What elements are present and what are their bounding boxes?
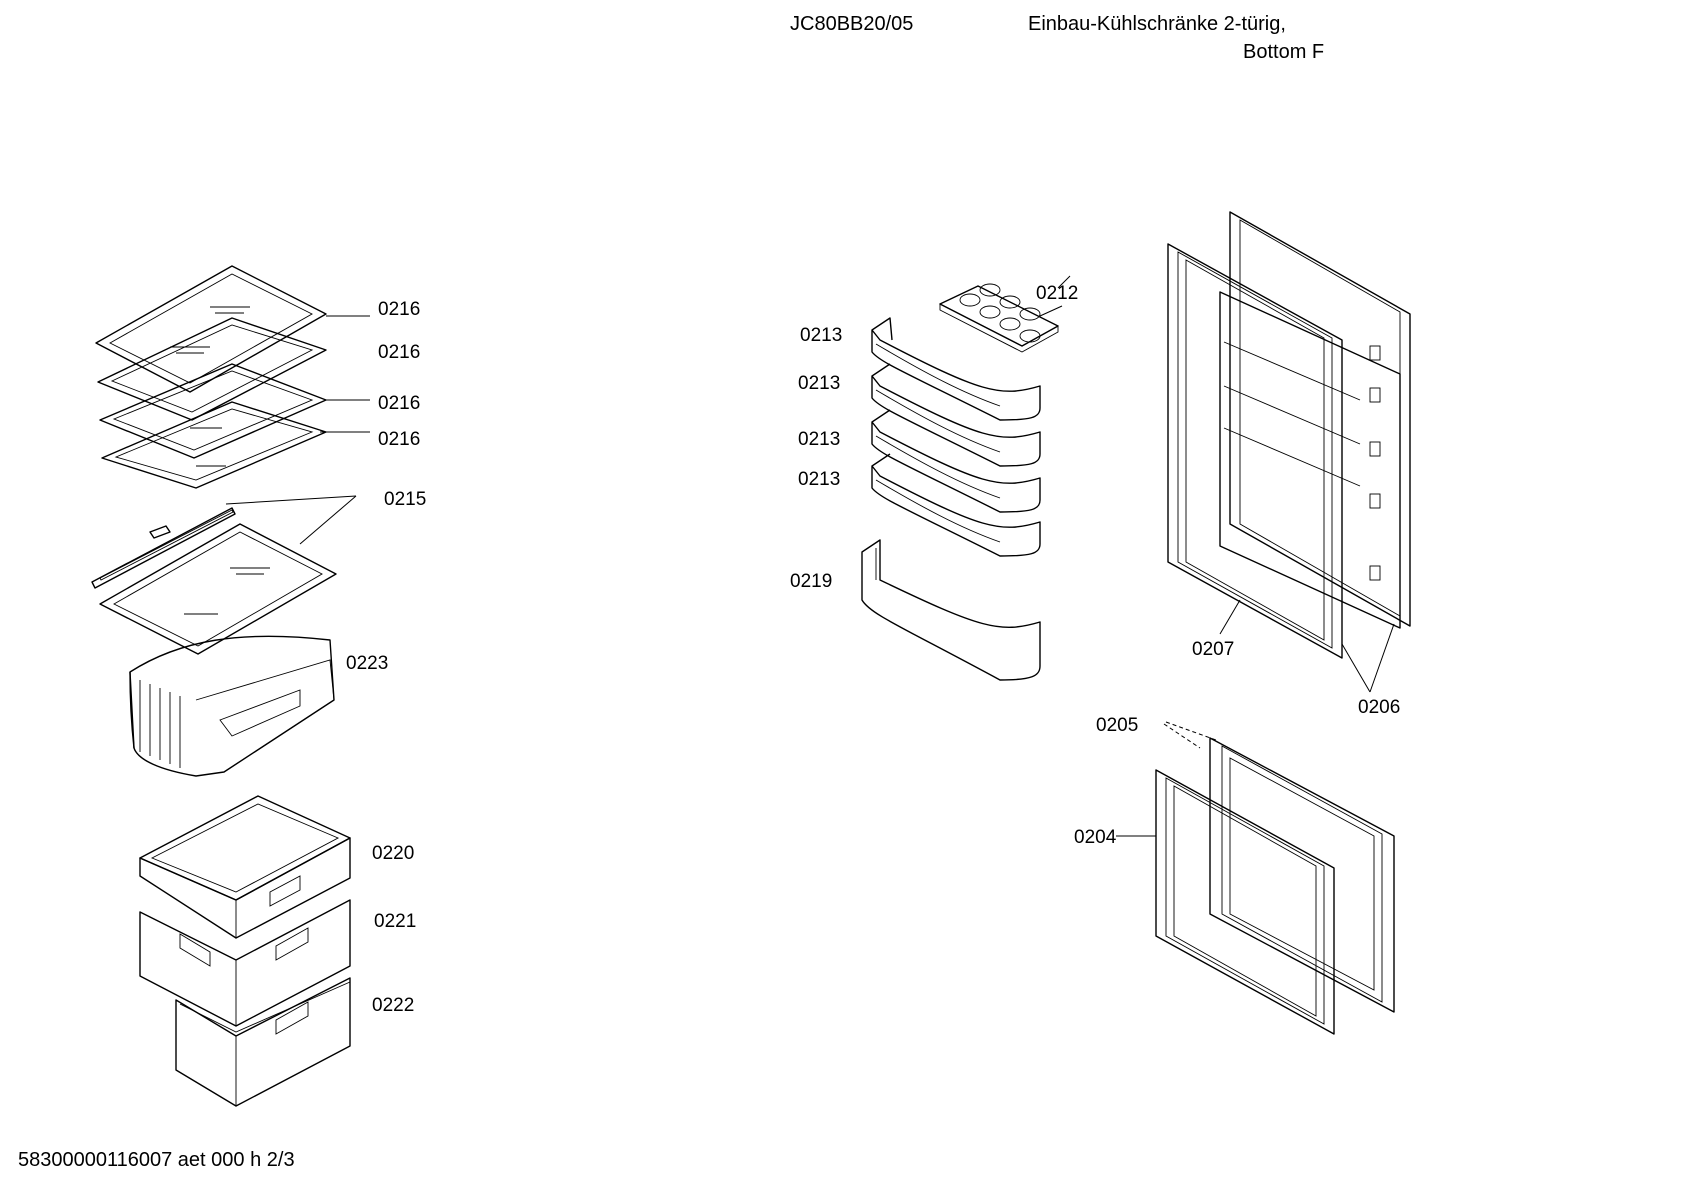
callout-door-shelf-3: 0213 xyxy=(798,429,841,450)
callout-shelf-2: 0216 xyxy=(378,342,421,363)
lower-door-gasket xyxy=(1155,769,1335,1035)
callout-door-shelf-1: 0213 xyxy=(800,325,843,346)
door-shelf-3 xyxy=(871,409,1041,513)
egg-tray-cups xyxy=(959,283,1041,343)
crisper-cover xyxy=(129,635,335,777)
model-number: JC80BB20/05 xyxy=(790,13,914,35)
callout-door-shelf-2: 0213 xyxy=(798,373,841,394)
callout-upper-door: 0206 xyxy=(1358,697,1401,718)
callout-lower-door-gasket: 0204 xyxy=(1074,827,1117,848)
door-shelf-2 xyxy=(871,363,1041,467)
shelf-strip-assembly xyxy=(91,507,337,655)
upper-door-gasket xyxy=(1167,243,1343,659)
callout-drawer-middle: 0221 xyxy=(374,911,417,932)
callout-bottle-shelf: 0219 xyxy=(790,571,833,592)
callout-drawer-bottom: 0222 xyxy=(372,995,415,1016)
egg-tray xyxy=(939,283,1059,353)
callout-shelf-1: 0216 xyxy=(378,299,421,320)
drawer-bottom xyxy=(175,977,351,1107)
lower-door xyxy=(1209,737,1395,1013)
glass-shelf-1 xyxy=(95,265,327,393)
callout-upper-door-gasket: 0207 xyxy=(1192,639,1235,660)
appliance-description-line-1: Einbau-Kühlschränke 2-türig, xyxy=(1028,13,1286,35)
callout-shelf-3: 0216 xyxy=(378,393,421,414)
callout-door-shelf-4: 0213 xyxy=(798,469,841,490)
drawer-middle xyxy=(139,899,351,1027)
leader-lines xyxy=(225,275,1395,837)
appliance-description-line-2: Bottom F xyxy=(1243,41,1325,63)
door-shelf-4 xyxy=(871,453,1041,557)
upper-door-inner-panel xyxy=(1219,291,1401,629)
bottle-shelf xyxy=(861,539,1041,681)
callout-shelf-4: 0216 xyxy=(378,429,421,450)
drawer-top xyxy=(139,795,351,939)
document-id: 58300000116007 aet 000 h 2/3 xyxy=(18,1149,295,1171)
upper-door xyxy=(1229,211,1411,627)
glass-shelf-2 xyxy=(97,317,327,421)
callout-crisper-cover: 0223 xyxy=(346,653,389,674)
callout-lower-door: 0205 xyxy=(1096,715,1139,736)
callout-egg-tray: 0212 xyxy=(1036,283,1079,304)
callout-shelf-strip: 0215 xyxy=(384,489,427,510)
door-shelf-1 xyxy=(871,317,1041,421)
callout-drawer-top: 0220 xyxy=(372,843,415,864)
